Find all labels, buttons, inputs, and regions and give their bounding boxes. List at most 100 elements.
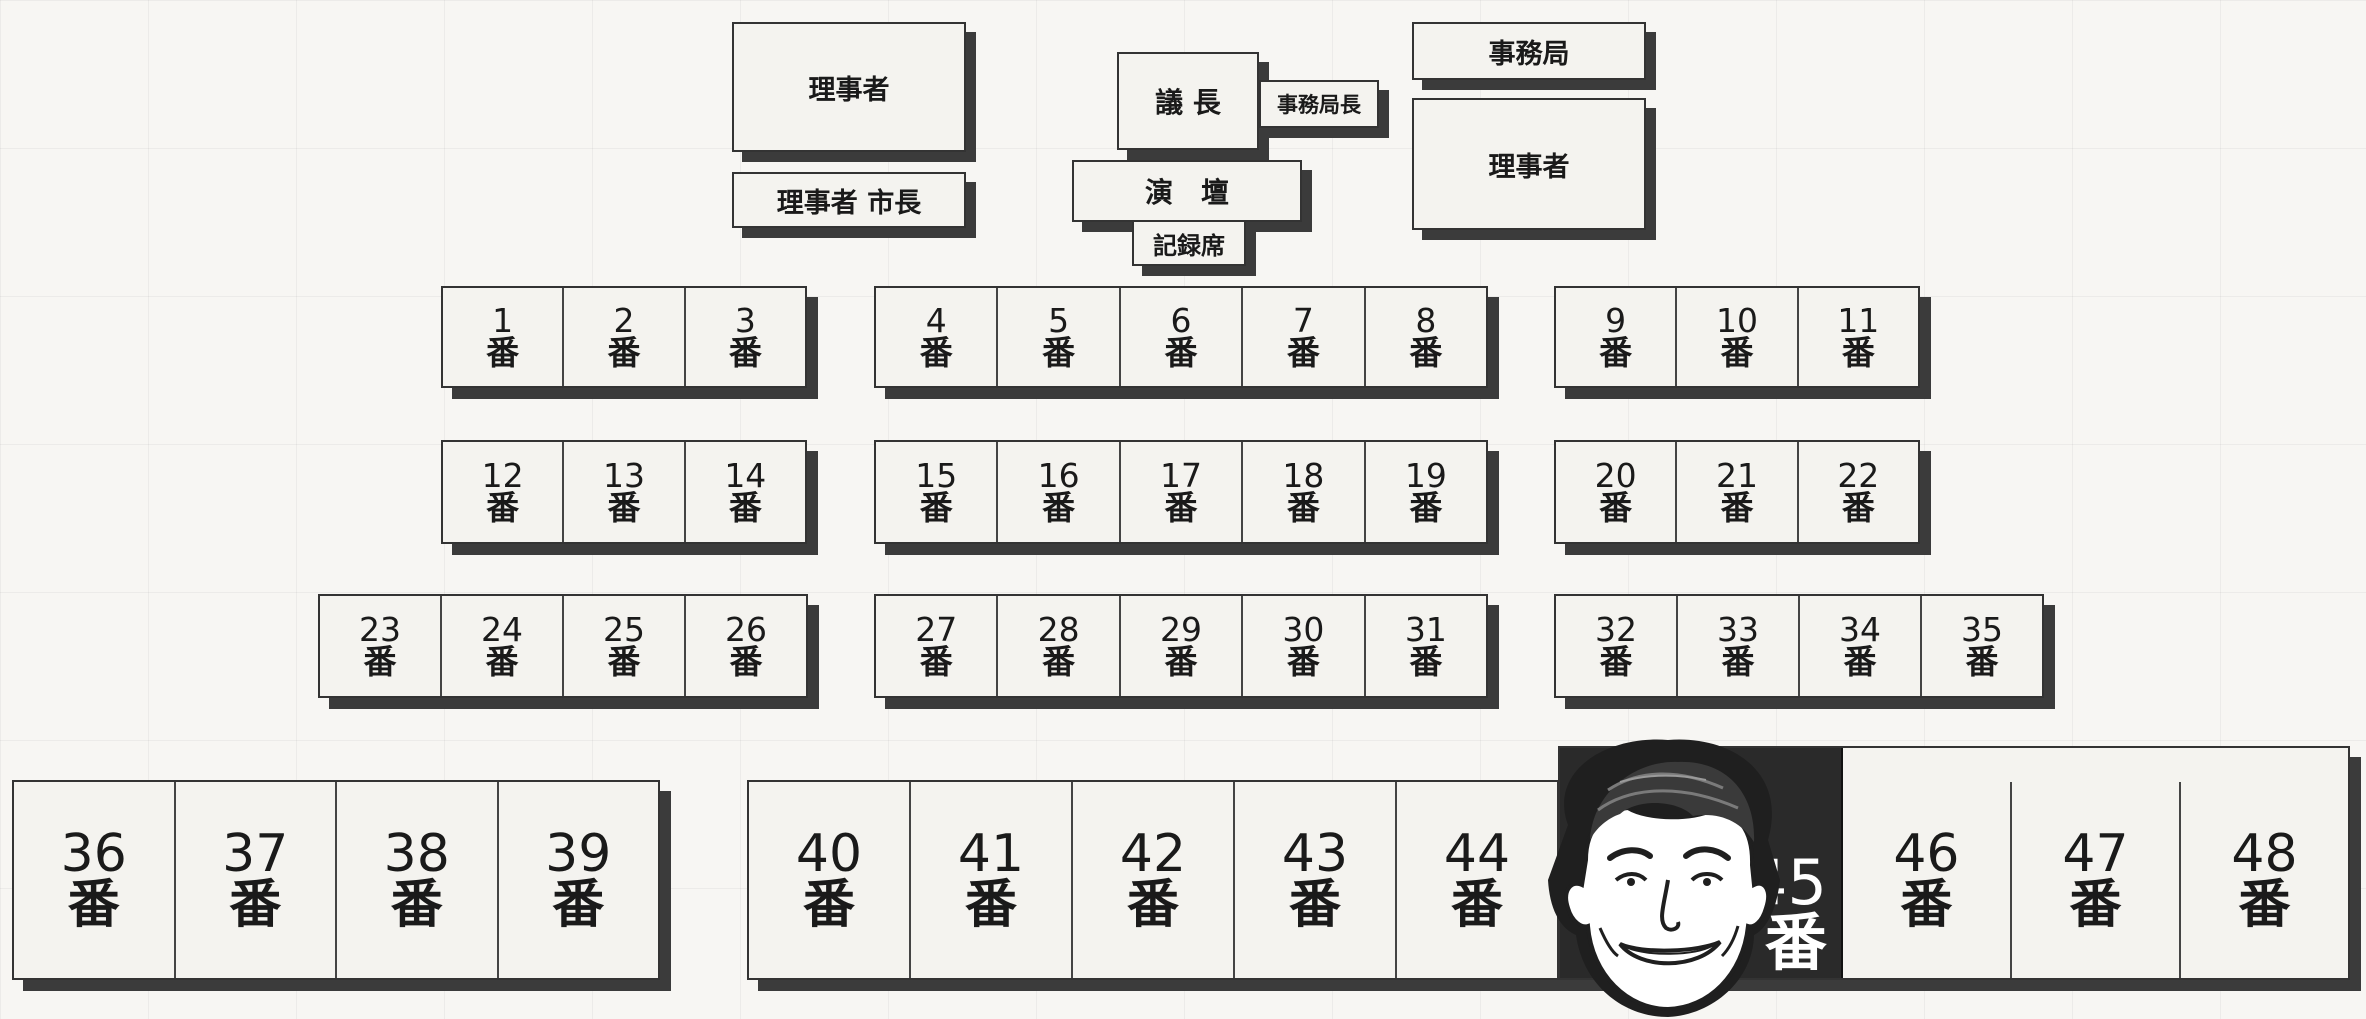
seat-suffix: 番 <box>1721 642 1755 681</box>
seat-number: 15 <box>915 455 958 495</box>
seat-number: 43 <box>1281 824 1349 885</box>
seat-number: 1 <box>492 300 514 340</box>
seat-suffix: 番 <box>1042 488 1076 527</box>
seat-suffix: 番 <box>390 875 443 935</box>
seat-suffix: 番 <box>802 875 855 935</box>
seat-suffix: 番 <box>964 875 1017 935</box>
seat-number: 6 <box>1170 300 1192 340</box>
seat-suffix: 番 <box>1288 875 1341 935</box>
seat-number: 41 <box>957 824 1025 885</box>
seat-number: 21 <box>1715 455 1758 495</box>
seat-suffix: 番 <box>919 642 953 681</box>
seat-suffix: 番 <box>919 488 953 527</box>
seat-number: 4 <box>925 300 947 340</box>
seat-suffix: 番 <box>729 642 763 681</box>
seat-suffix: 番 <box>728 333 762 372</box>
seat-number: 33 <box>1717 609 1759 649</box>
seat-number: 48 <box>2231 824 2298 885</box>
seat-number: 18 <box>1282 455 1325 495</box>
seat-number: 23 <box>359 609 401 649</box>
seat-number: 8 <box>1415 300 1437 340</box>
seat-number: 2 <box>613 300 635 340</box>
seat-number: 29 <box>1160 609 1203 649</box>
secretariat-label: 事務局 <box>1488 38 1570 70</box>
seat-number: 30 <box>1282 609 1325 649</box>
seat-suffix: 番 <box>1286 488 1320 527</box>
seat-number: 5 <box>1048 300 1070 340</box>
secretary-general-box: 事務局長 <box>1259 80 1379 128</box>
records-label: 記録席 <box>1153 231 1225 260</box>
seat-suffix: 番 <box>1841 333 1875 372</box>
seat-suffix: 番 <box>486 333 520 372</box>
seat-number: 24 <box>481 609 523 649</box>
seat-suffix: 番 <box>1409 333 1443 372</box>
seat-number: 22 <box>1837 455 1880 495</box>
seat-suffix: 番 <box>1286 642 1320 681</box>
seat-number: 3 <box>734 300 756 340</box>
secretary-general-label: 事務局長 <box>1277 93 1361 117</box>
seat-number: 44 <box>1443 824 1511 885</box>
seat-number: 13 <box>602 455 645 495</box>
seat-number: 36 <box>60 824 127 885</box>
seat-suffix: 番 <box>485 642 519 681</box>
seat-number: 47 <box>2062 824 2129 885</box>
seat-suffix: 番 <box>2238 875 2291 935</box>
seat-number: 27 <box>915 609 958 649</box>
seat-suffix: 番 <box>1409 642 1443 681</box>
seat-suffix: 番 <box>1450 875 1503 935</box>
seat-suffix: 番 <box>1764 906 1827 980</box>
podium-box: 演 壇 <box>1072 160 1302 222</box>
seat-number: 46 <box>1893 824 1960 885</box>
seat-suffix: 番 <box>1164 642 1198 681</box>
seat-suffix: 番 <box>1599 642 1633 681</box>
officials-left-label: 理事者 <box>808 74 890 106</box>
seat-suffix: 番 <box>1126 875 1179 935</box>
seat-suffix: 番 <box>1900 875 1953 935</box>
seat-suffix: 番 <box>919 333 953 372</box>
seat-suffix: 番 <box>1286 333 1320 372</box>
seat-number: 32 <box>1595 609 1637 649</box>
seat-number: 14 <box>724 455 767 495</box>
officials-mayor-label: 理事者 市長 <box>776 187 922 219</box>
officials-left-box: 理事者 <box>732 22 966 152</box>
seat-suffix: 番 <box>1042 642 1076 681</box>
seat-number: 11 <box>1837 300 1880 340</box>
seat-suffix: 番 <box>728 488 762 527</box>
seat-number: 35 <box>1961 609 2003 649</box>
seat-suffix: 番 <box>607 333 641 372</box>
seat-suffix: 番 <box>1843 642 1877 681</box>
